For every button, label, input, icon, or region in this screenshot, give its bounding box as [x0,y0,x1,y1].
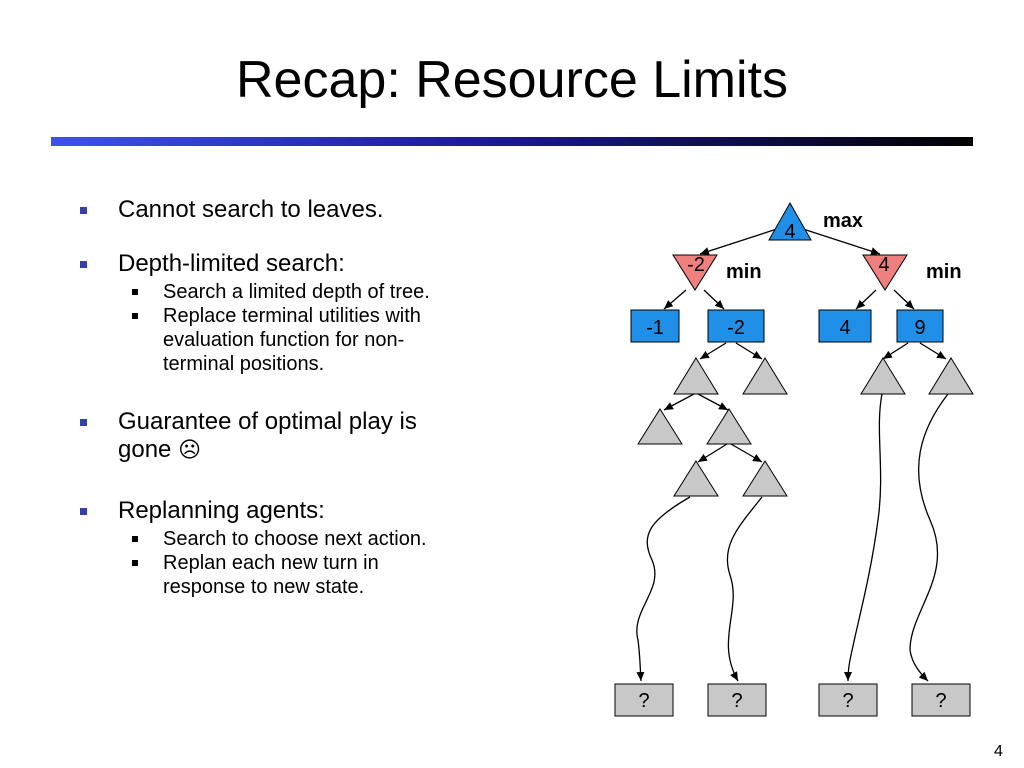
subtree-triangle [742,460,788,497]
bullet-item: Guarantee of optimal play is gone ☹ [78,408,538,465]
wavy-edge-arrow [909,393,949,682]
wavy-edge-arrow [726,496,763,682]
edge-arrow [882,342,909,360]
leaf-node [614,683,674,717]
bullet-square-icon [80,419,87,426]
subtree-triangle [860,357,906,395]
bullet-square-icon [80,207,87,214]
bullet-text: Cannot search to leaves. [118,196,384,223]
bullet-item: Depth-limited search: [78,250,538,278]
min-node-triangle [862,254,908,291]
edge-arrow [663,289,687,310]
sub-bullet-square-icon [132,560,138,566]
page-number: 4 [994,743,1003,760]
sub-bullet-item: Search to choose next action. [78,527,538,551]
sub-bullet-text: Search a limited depth of tree. [163,281,430,303]
max-node-value: 4 [784,221,795,243]
edge-arrow [663,393,695,411]
leaf-node-value: ? [638,690,649,712]
eval-node-value: 4 [839,317,850,339]
min-label-left: min [726,261,762,283]
sub-bullet-text: Search to choose next action. [163,528,427,550]
edge-arrow [730,443,763,463]
sub-bullet-text-line: Replan each new turn in [163,552,379,574]
bullet-text: Replanning agents: [118,497,325,524]
leaf-node [707,683,767,717]
min-label-right: min [926,261,962,283]
bullet-item: Replanning agents: [78,497,538,525]
tree-edges [636,227,949,682]
subtree-triangle [637,408,683,445]
wavy-edge-arrow [844,393,883,682]
min-node-right-value: 4 [878,254,889,276]
edge-arrow [703,289,725,310]
max-label: max [823,210,863,232]
sub-bullet-text-line: response to new state. [163,576,365,598]
sub-bullet-item: Replace terminal utilities with evaluati… [78,304,538,376]
sub-bullet-square-icon [132,289,138,295]
subtree-triangle [742,357,788,395]
sub-bullet-item: Replan each new turn in response to new … [78,551,538,599]
bullet-text-line: Guarantee of optimal play is [118,408,417,435]
eval-node [630,309,680,343]
edge-arrow [697,393,729,411]
subtree-triangle [928,357,974,395]
subtree-triangle [706,408,752,445]
leaf-node-value: ? [731,690,742,712]
sub-bullet-text-line: Replace terminal utilities with [163,305,421,327]
subtree-triangle [673,357,719,395]
frown-face-icon: ☹ [178,438,201,463]
eval-node [896,309,944,343]
sub-bullet-text-line: terminal positions. [163,353,325,375]
eval-node-value: -2 [727,317,745,339]
sub-bullet-square-icon [132,313,138,319]
bullet-text-line: gone [118,436,172,463]
sub-bullet-item: Search a limited depth of tree. [78,280,538,304]
edge-arrow [893,289,915,310]
eval-node [707,309,765,343]
edge-arrow [699,227,781,256]
eval-node [818,309,872,343]
leaf-node-value: ? [935,690,946,712]
leaf-node [911,683,971,717]
subtree-triangle [673,460,719,497]
min-node-triangle [672,254,718,291]
bullet-text: Depth-limited search: [118,250,345,277]
leaf-node [818,683,878,717]
bullet-list: Cannot search to leaves. Depth-limited s… [78,196,538,599]
eval-node-value: -1 [646,317,664,339]
title-rule [51,137,973,146]
min-node-left-value: -2 [687,254,705,276]
bullet-square-icon [80,261,87,268]
wavy-edge-arrow [636,496,691,682]
edge-arrow [919,342,947,360]
edge-arrow [735,342,763,360]
bullet-square-icon [80,508,87,515]
eval-node-value: 9 [914,317,925,339]
edge-arrow [799,227,881,256]
sub-bullet-text-line: evaluation function for non- [163,329,405,351]
leaf-node-value: ? [842,690,853,712]
edge-arrow [699,342,727,360]
sub-bullet-square-icon [132,536,138,542]
bullet-item: Cannot search to leaves. [78,196,538,224]
slide-title: Recap: Resource Limits [236,51,788,109]
edge-arrow [697,443,728,463]
edge-arrow [855,289,877,310]
max-node-triangle [768,201,812,241]
